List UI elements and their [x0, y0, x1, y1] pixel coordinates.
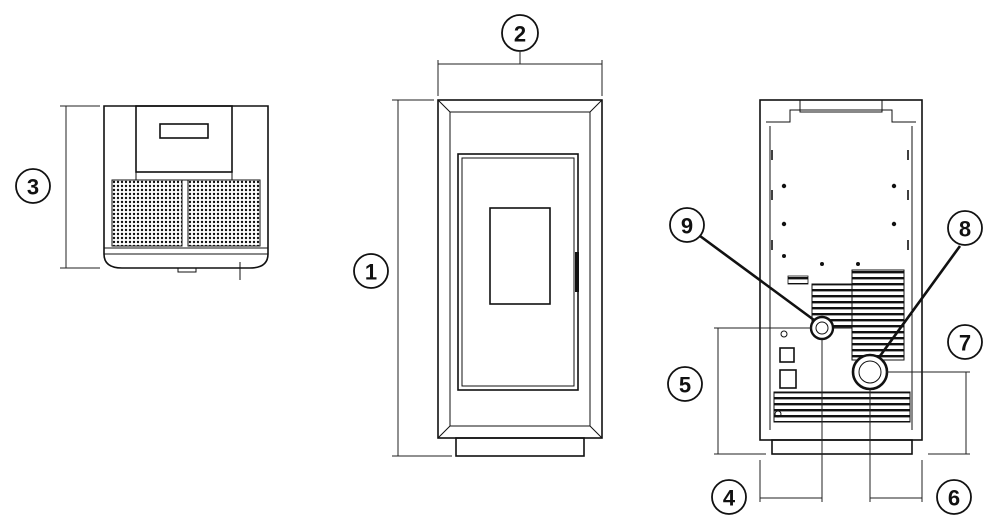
rear-view	[699, 99, 970, 502]
callout-5: 5	[667, 366, 703, 402]
callout-3: 3	[15, 168, 51, 204]
svg-text:9: 9	[681, 214, 693, 239]
svg-text:5: 5	[679, 373, 691, 398]
svg-text:6: 6	[948, 486, 960, 511]
callout-8: 8	[947, 210, 983, 246]
svg-text:8: 8	[959, 217, 971, 242]
callout-2: 2	[501, 14, 539, 52]
top-view	[60, 105, 269, 280]
front-view	[392, 52, 603, 457]
svg-text:3: 3	[27, 175, 39, 200]
svg-text:2: 2	[514, 22, 526, 47]
callout-4: 4	[711, 479, 747, 515]
callout-7: 7	[947, 324, 983, 360]
callout-1: 1	[353, 253, 389, 289]
svg-text:1: 1	[365, 260, 377, 285]
callout-6: 6	[936, 479, 972, 515]
callout-9: 9	[669, 207, 705, 243]
svg-text:7: 7	[959, 331, 971, 356]
svg-text:4: 4	[723, 486, 736, 511]
